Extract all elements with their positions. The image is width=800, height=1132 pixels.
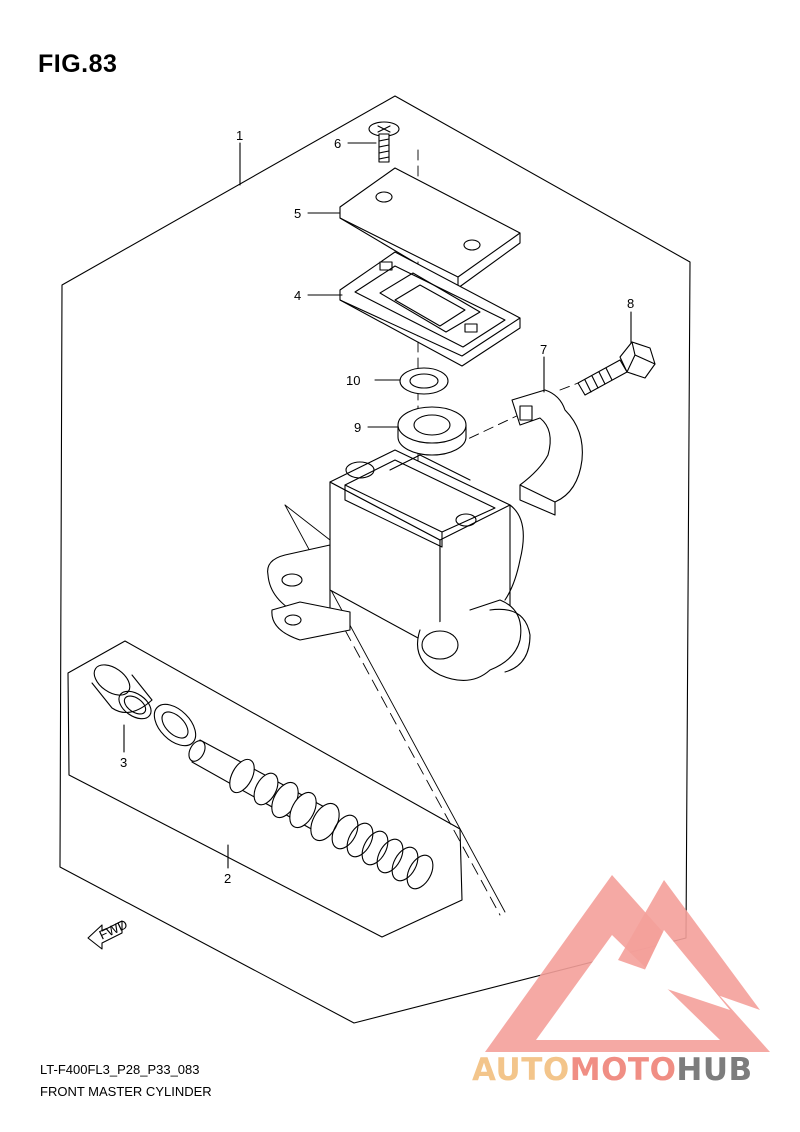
watermark-wordmark: AUTOMOTOHUB: [472, 1052, 753, 1088]
cup-part-3: [91, 664, 153, 720]
callout-6: 6: [334, 136, 341, 151]
watermark-part-moto: MOTO: [569, 1052, 677, 1088]
callout-8: 8: [627, 296, 634, 311]
callout-4: 4: [294, 288, 301, 303]
washer-part-10: [399, 367, 449, 395]
callout-1: 1: [236, 128, 243, 143]
bolt-part-8: [577, 341, 656, 396]
cap-part-5: [339, 167, 521, 289]
callout-2: 2: [224, 871, 231, 886]
figure-title: FIG.83: [38, 50, 118, 78]
diagram-name: FRONT MASTER CYLINDER: [40, 1084, 212, 1099]
diaphragm-part-4: [339, 251, 521, 367]
fwd-arrow-icon: [87, 920, 123, 950]
master-cylinder-body: [267, 449, 531, 681]
callout-7: 7: [540, 342, 547, 357]
callout-10: 10: [346, 373, 360, 388]
callout-5: 5: [294, 206, 301, 221]
piston-spring-part: [188, 739, 434, 890]
snap-ring-part: [153, 703, 197, 747]
callout-3: 3: [120, 755, 127, 770]
watermark-part-hub: HUB: [676, 1052, 753, 1088]
watermark-logo: [485, 875, 770, 1052]
callout-9: 9: [354, 420, 361, 435]
assembly-outline: [59, 95, 691, 1024]
clamp-part-7: [511, 389, 583, 516]
fwd-label: FWD: [97, 916, 130, 942]
bushing-part-9: [397, 406, 467, 456]
diagram-code: LT-F400FL3_P28_P33_083: [40, 1062, 200, 1077]
screw-part-6: [368, 121, 400, 163]
watermark-part-auto: AUTO: [472, 1052, 570, 1088]
